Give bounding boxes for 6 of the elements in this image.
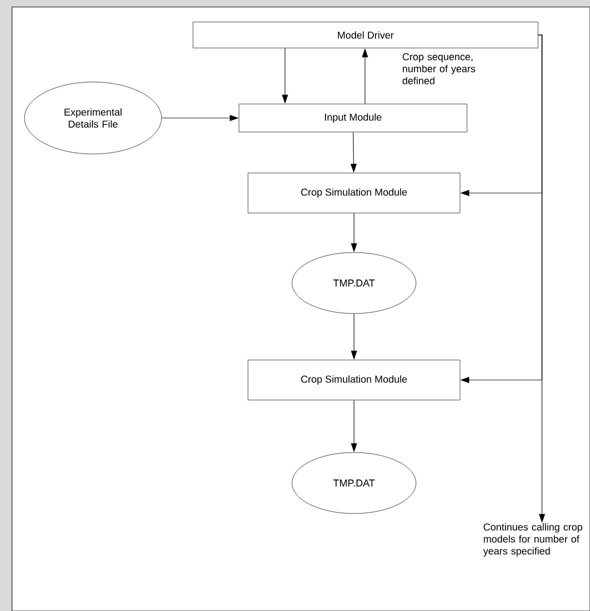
process-box: Model Driver <box>192 22 538 48</box>
process-box: Input Module <box>238 104 468 132</box>
process-box: Crop Simulation Module <box>248 172 460 214</box>
edge-label: Crop sequence, number of years defined <box>402 53 476 84</box>
note-text: Continues calling crop models for number of years specified <box>483 523 582 557</box>
process-box: Crop Simulation Module <box>248 360 460 400</box>
